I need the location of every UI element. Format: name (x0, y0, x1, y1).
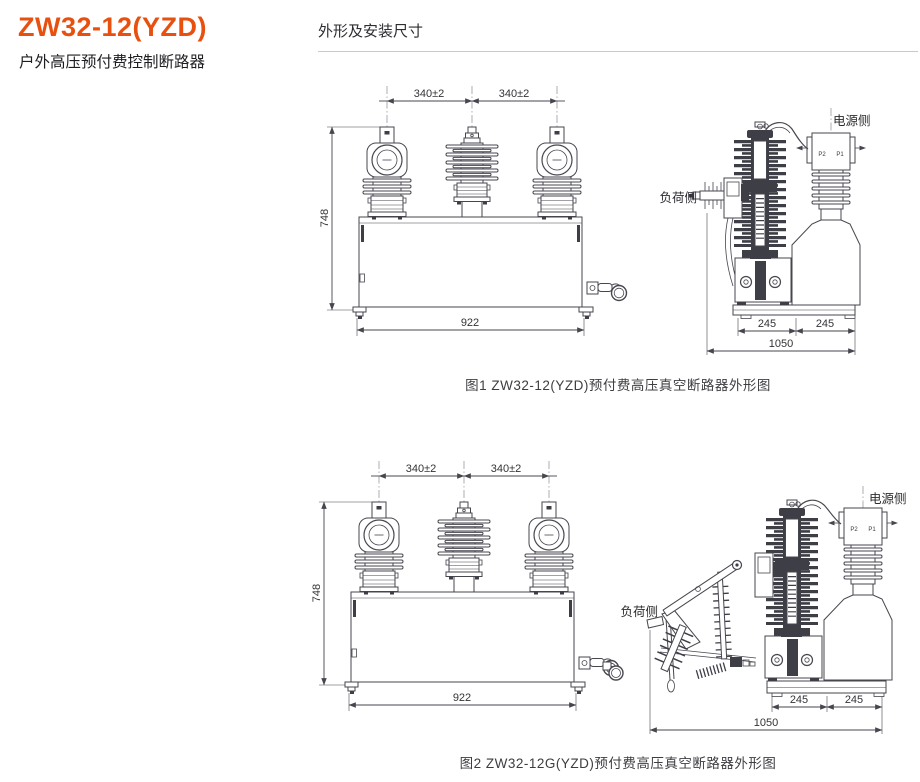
section-divider (318, 51, 918, 52)
fig2-side-view (602, 486, 899, 734)
fig1-dim-depth-front: 245 (758, 318, 776, 330)
fig1-jumper-wire (763, 122, 809, 150)
fig2-disconnect-insulator-2 (712, 571, 733, 660)
fig1-dim-phase-left: 340±2 (414, 88, 445, 100)
fig1-dim-phase-right: 340±2 (499, 88, 530, 100)
fig2-dim-depth-rear: 245 (845, 694, 863, 706)
fig1-front-view (327, 86, 627, 336)
figure2-drawing: 340±2 340±2 748 922 245 245 1050 电源侧 负荷侧… (311, 458, 907, 734)
fig2-p2-label: P2 (850, 527, 858, 533)
fig2-dim-width: 922 (453, 692, 471, 704)
fig2-voltage-transformer (823, 507, 899, 681)
fig1-side-view (689, 108, 867, 355)
page-title: ZW32-12(YZD) (18, 12, 208, 42)
fig2-dim-height: 748 (311, 584, 323, 602)
section-title: 外形及安装尺寸 (318, 23, 424, 40)
fig1-dim-height: 748 (319, 209, 331, 227)
fig2-load-side-label: 负荷侧 (620, 605, 658, 619)
fig1-dim-width: 922 (461, 317, 479, 329)
fig1-source-side-label: 电源侧 (833, 114, 871, 128)
fig2-dim-phase-left: 340±2 (406, 463, 437, 475)
figure1-drawing: 340±2 340±2 748 922 245 245 1050 电源侧 负荷侧… (319, 78, 871, 355)
fig2-spring (695, 661, 729, 680)
figure1-caption: 图1 ZW32-12(YZD)预付费高压真空断路器外形图 (465, 378, 771, 393)
fig1-p1-label: P1 (836, 152, 844, 158)
fig2-disconnect-insulator-1 (652, 623, 694, 674)
fig1-p2-label: P2 (818, 152, 826, 158)
fig2-dim-depth-total: 1050 (754, 717, 778, 729)
fig2-dim-depth-front: 245 (790, 694, 808, 706)
fig1-load-side-label: 负荷侧 (659, 191, 697, 205)
fig2-front-view (319, 461, 619, 711)
figure2-caption: 图2 ZW32-12G(YZD)预付费高压真空断路器外形图 (459, 756, 777, 771)
page-subtitle: 户外高压预付费控制断路器 (19, 54, 206, 71)
fig2-source-side-label: 电源侧 (869, 492, 907, 506)
fig1-voltage-transformer (791, 132, 867, 306)
fig2-jumper-wire (795, 499, 842, 525)
fig1-dim-depth-rear: 245 (816, 318, 834, 330)
fig2-p1-label: P1 (868, 527, 876, 533)
fig1-load-side-bushing (699, 190, 725, 201)
fig1-dim-depth-total: 1050 (769, 338, 793, 350)
fig2-dim-phase-right: 340±2 (491, 463, 522, 475)
